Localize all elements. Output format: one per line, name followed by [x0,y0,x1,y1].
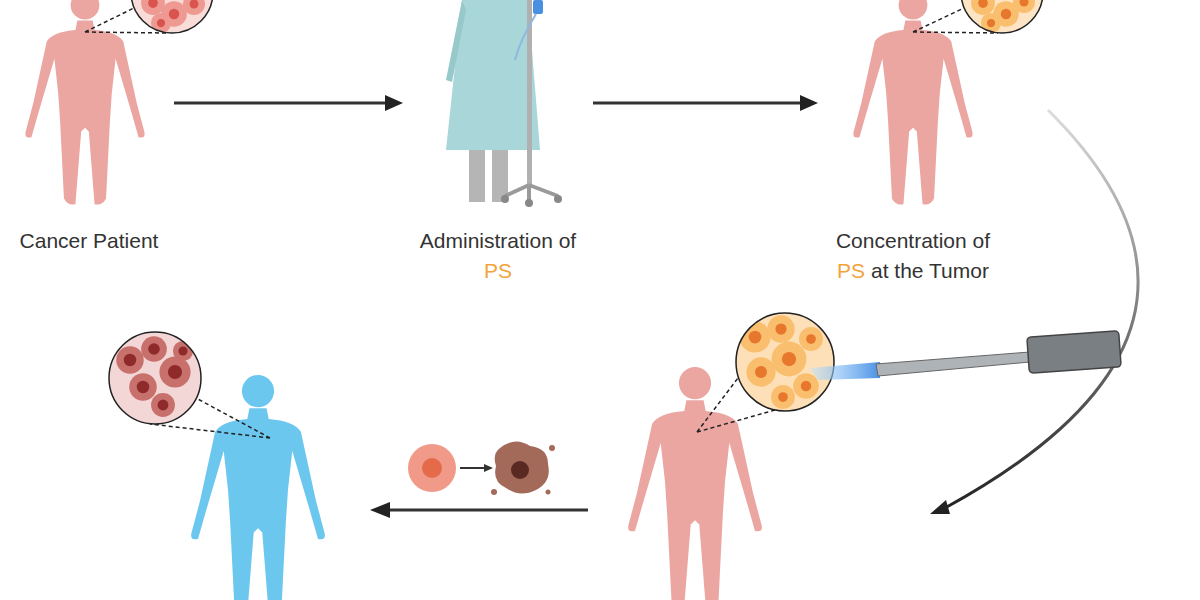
caption-word: Administration [420,229,553,252]
caption-word: Cancer [20,229,88,252]
caption-word: the [894,259,923,282]
figure-space [403,0,593,226]
arrow-head [800,95,818,111]
caption-word: PS [484,259,512,282]
result-arrow [370,502,588,518]
patient-figure [628,367,762,600]
tumor-zoom [131,0,213,33]
tumor-zoom [961,0,1043,33]
arrow-line [174,102,387,105]
caption-word: Tumor [929,259,989,282]
caption-word: of [973,229,991,252]
tumor-zoom [109,332,201,424]
patient-figure [25,0,144,205]
step-node: Administration of PS [403,0,593,286]
step-caption: Administration of PS [403,226,593,286]
step-caption: Concentration of PS at the Tumor [818,226,1008,286]
caption-word: Concentration [836,229,967,252]
light-source [810,331,1121,380]
flow-arrow [593,95,818,111]
step-caption: Cancer Patient [4,226,174,256]
caption-word: Patient [93,229,158,252]
arrow-head [385,95,403,111]
curved-arrow [930,110,1138,514]
tumor-zoom [736,313,834,411]
arrow-line [593,102,802,105]
patient-figure [853,0,972,205]
iv-patient [446,0,562,207]
caption-word: PS [837,259,865,282]
step-node: Cancer Patient [4,0,174,256]
step-node: Concentration of PS at the Tumor [818,0,1008,286]
patient-figure [191,375,325,600]
cell-death [408,441,555,495]
figure-space [818,0,1008,226]
caption-word: at [871,259,889,282]
flow-arrow [174,95,403,111]
caption-word: of [559,229,577,252]
figure-space [4,0,174,226]
